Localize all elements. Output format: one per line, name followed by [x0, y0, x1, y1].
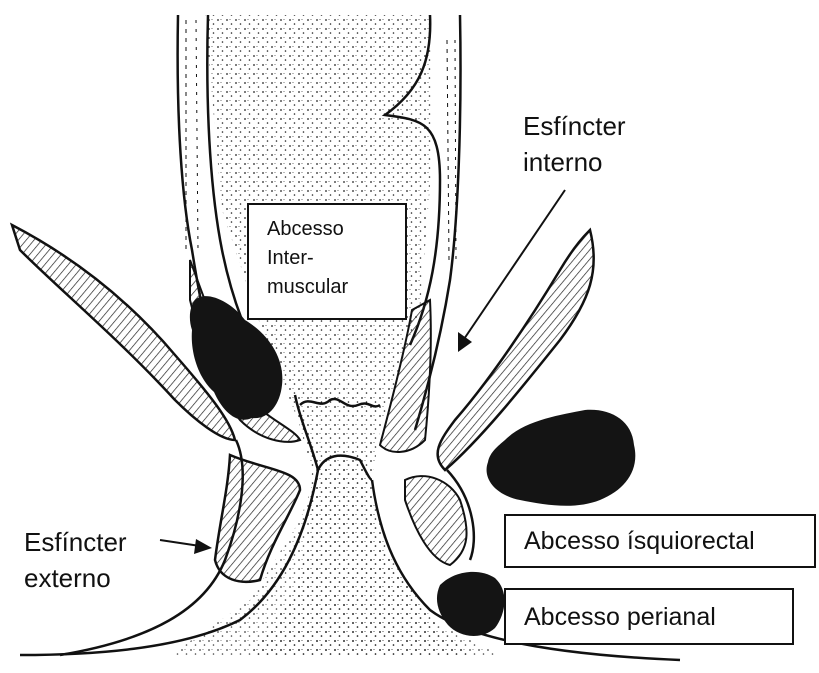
external-sphincter-arrow	[160, 539, 212, 554]
internal-sphincter-label: Esfíncter interno	[523, 108, 626, 180]
perianal-abscess-label-box: Abcesso perianal	[504, 588, 794, 645]
external-sphincter-right-lower	[405, 476, 467, 565]
perianal-abscess	[437, 572, 505, 636]
ischiorectal-abscess	[487, 410, 636, 506]
external-sphincter-label: Esfíncter externo	[24, 524, 127, 596]
ischiorectal-abscess-label-box: Abcesso ísquiorectal	[504, 514, 816, 568]
intermuscular-abscess-label-box: Abcesso Inter- muscular	[247, 203, 407, 320]
